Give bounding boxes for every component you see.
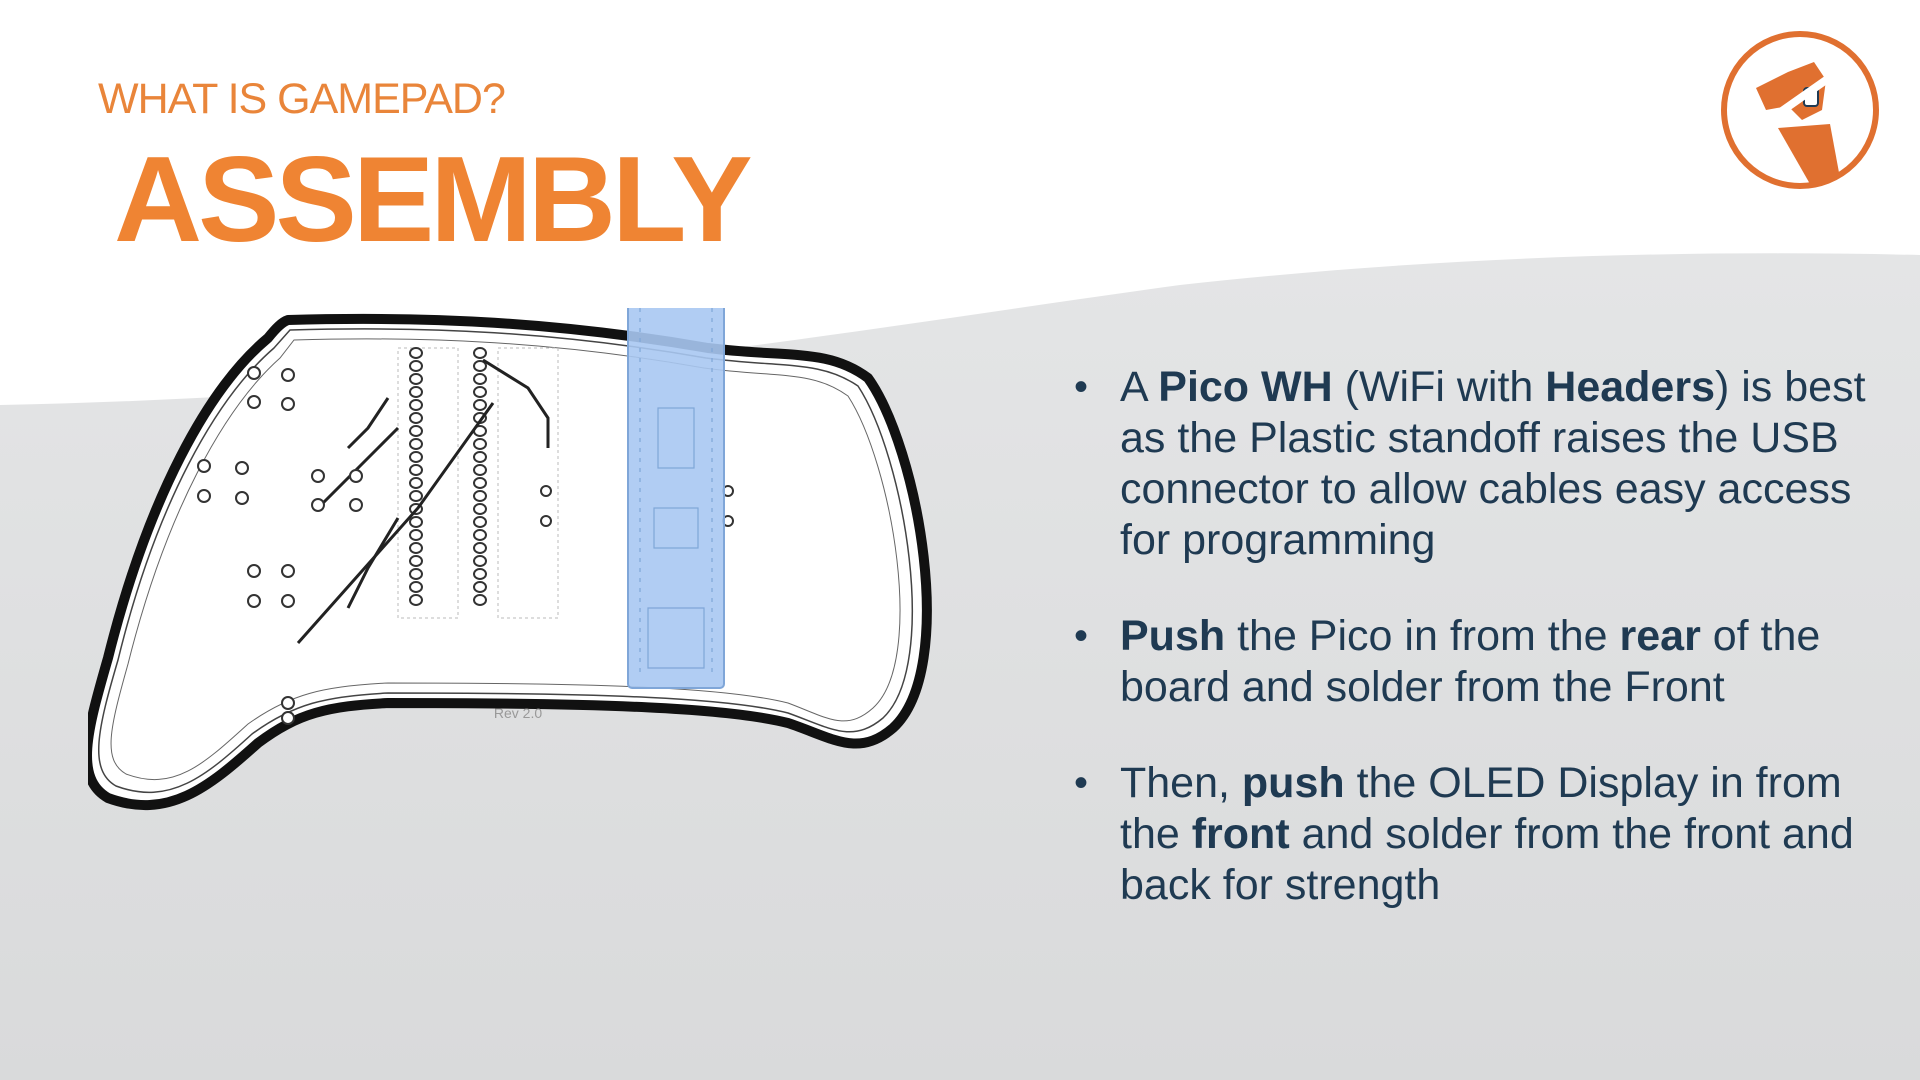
header-pin-pad — [409, 490, 423, 502]
bold-text-1: push — [1241, 759, 1345, 807]
header-pin-pad — [409, 373, 423, 385]
header-pin-pad — [409, 347, 423, 359]
header-pin-pad — [409, 412, 423, 424]
bullet-item-2: Push the Pico in from the rear of the bo… — [1068, 611, 1898, 713]
header-pin-pad — [409, 594, 423, 606]
text-2: the OLED Display in from the — [1120, 759, 1842, 858]
header-pin-pad — [409, 425, 423, 437]
header-pin-pad — [473, 594, 487, 606]
header-pin-pad — [409, 477, 423, 489]
text-0: A — [1120, 363, 1159, 411]
bullet-list: A Pico WH (WiFi with Headers) is best as… — [1068, 362, 1898, 956]
header-pin-pad — [409, 516, 423, 528]
header-pin-pad — [409, 399, 423, 411]
header-pin-pad — [409, 529, 423, 541]
text-2: (WiFi with — [1332, 363, 1546, 411]
header-pin-pad — [473, 373, 487, 385]
header-pin-pad — [473, 490, 487, 502]
header-pin-pad — [409, 542, 423, 554]
page-title: ASSEMBLY — [114, 131, 753, 267]
text-3: of the board and solder from the Front — [1120, 612, 1821, 711]
bold-text-2: rear — [1619, 612, 1701, 660]
robot-head-logo-icon — [1721, 31, 1879, 189]
bold-text-3: front — [1191, 810, 1290, 858]
header-pin-pad — [473, 399, 487, 411]
header-pin-pad — [473, 568, 487, 580]
header-pin-pad — [473, 542, 487, 554]
header-pin-pad — [473, 503, 487, 515]
section-kicker: WHAT IS GAMEPAD? — [98, 75, 506, 123]
text-1: the Pico in from the — [1225, 612, 1620, 660]
header-pin-pad — [473, 386, 487, 398]
header-pin-pad — [473, 464, 487, 476]
header-pin-pad — [473, 451, 487, 463]
header-pin-pad — [473, 347, 487, 359]
text-0: Then, — [1120, 759, 1242, 807]
header-pin-pad — [473, 477, 487, 489]
header-pin-pad — [473, 555, 487, 567]
bullet-item-3: Then, push the OLED Display in from the … — [1068, 758, 1898, 911]
text-4: ) is best as the Plastic standoff raises… — [1120, 363, 1866, 564]
header-pin-pad — [409, 438, 423, 450]
header-pin-pad — [473, 438, 487, 450]
header-pin-pad — [473, 581, 487, 593]
gamepad-pcb-diagram: Rev 2.0 — [88, 308, 932, 811]
header-pin-pad — [409, 464, 423, 476]
bold-text-1: Pico WH — [1158, 363, 1333, 411]
bold-text-0: Push — [1120, 612, 1226, 660]
header-pin-pad — [473, 529, 487, 541]
bullet-item-1: A Pico WH (WiFi with Headers) is best as… — [1068, 362, 1898, 566]
header-pin-pad — [409, 581, 423, 593]
header-pin-pad — [409, 451, 423, 463]
header-pin-pad — [409, 555, 423, 567]
bold-text-3: Headers — [1545, 363, 1715, 411]
header-pin-pad — [409, 386, 423, 398]
text-4: and solder from the front and back for s… — [1120, 810, 1854, 909]
header-pin-pad — [473, 516, 487, 528]
header-pin-pad — [409, 360, 423, 372]
board-revision-label: Rev 2.0 — [494, 705, 542, 721]
header-pin-pad — [409, 568, 423, 580]
header-pin-pad — [473, 360, 487, 372]
